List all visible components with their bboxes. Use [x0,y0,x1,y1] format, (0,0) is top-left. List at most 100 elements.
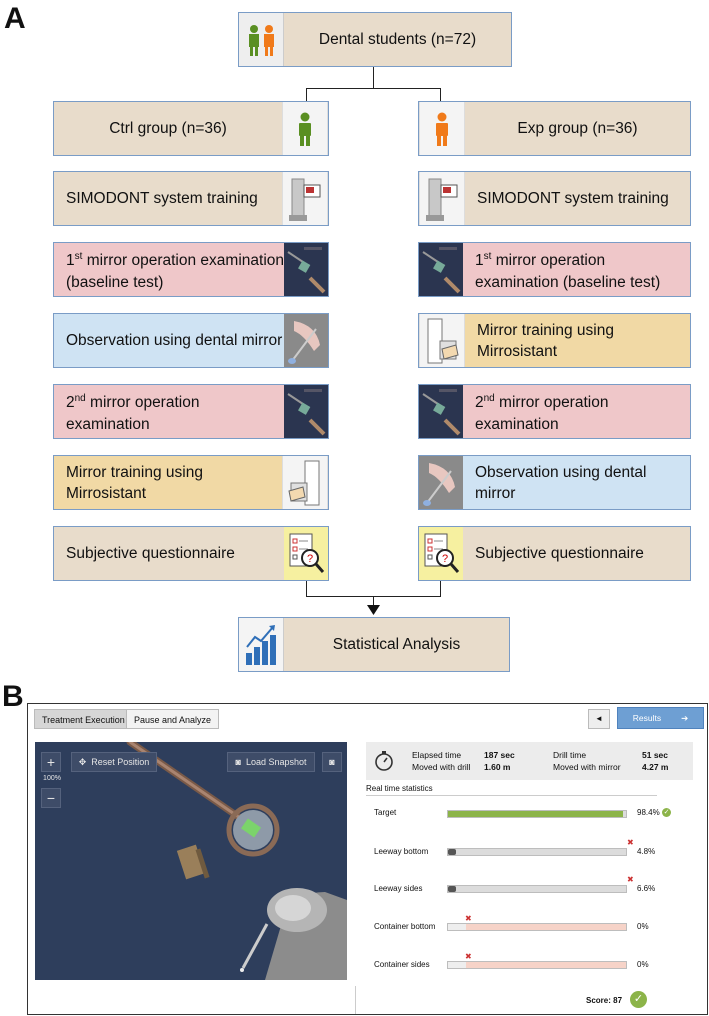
stat-bar-fill [466,924,626,930]
camera-icon: ◙ [235,757,241,767]
step-text: SIMODONT system training [66,190,258,207]
stat-label: Leeway sides [374,884,423,893]
results-label: Results [632,713,662,723]
step-text: Mirror training using Mirrosistant [66,463,203,502]
students-icon [239,13,284,66]
zoom-in-button[interactable]: + [41,752,61,772]
drill-time-value: 51 sec [642,750,668,760]
exp-step-questionnaire: ? Subjective questionnaire [418,526,691,581]
mirrosistant-device-icon [419,314,465,367]
step-text: mirror operation examination [66,394,200,433]
tab-pause-and-analyze[interactable]: Pause and Analyze [126,709,220,729]
svg-text:?: ? [442,553,448,565]
simodont-machine-icon [419,172,465,225]
cross-icon: ✖ [465,952,472,961]
camera-icon: ◙ [329,757,335,767]
back-button[interactable]: ◄ [588,709,610,729]
exp-step-observation: Observation using dental mirror [418,455,691,510]
exp-step-exam1: 1st mirror operation examination (baseli… [418,242,691,297]
move-icon: ✥ [78,756,87,767]
snapshot-camera-button[interactable]: ◙ [322,752,342,772]
dental-students-box: Dental students (n=72) [238,12,512,67]
moved-mirror-label: Moved with mirror [553,762,621,772]
stat-bar-fill [448,849,456,855]
zoom-out-button[interactable]: − [41,788,61,808]
load-snapshot-button[interactable]: ◙ Load Snapshot [227,752,315,772]
exp-group-text: Exp group (n=36) [517,120,638,137]
questionnaire-icon: ? [419,527,463,580]
step-text: Subjective questionnaire [66,545,235,562]
stat-label: Leeway bottom [374,847,429,856]
reset-position-label: Reset Position [91,757,150,767]
stat-bar-fill [448,811,623,817]
arrow-right-icon: ➔ [681,712,689,723]
cross-icon: ✖ [627,838,634,847]
elapsed-time-label: Elapsed time [412,750,462,760]
step-text: SIMODONT system training [477,190,669,207]
stat-label: Container sides [374,960,430,969]
simodont-machine-icon [282,172,328,225]
simulator-window: Treatment Execution Pause and Analyze ◄ … [27,703,708,1015]
stat-value: 0% [637,960,649,969]
moved-drill-value: 1.60 m [484,762,511,772]
session-stats-panel: Elapsed time 187 sec Moved with drill 1.… [366,742,693,780]
step-text: mirror operation examination [475,394,609,433]
simulation-viewport[interactable]: + 100% − ✥ Reset Position ◙ Load Snapsho… [35,742,347,980]
exp-step-mirror-training: Mirror training using Mirrosistant [418,313,691,368]
ctrl-step-questionnaire: Subjective questionnaire ? [53,526,329,581]
step-text: Observation using dental mirror [66,332,283,349]
reset-position-button[interactable]: ✥ Reset Position [71,752,157,772]
ctrl-step-exam1: 1st mirror operation examination (baseli… [53,242,329,297]
simulator-screen-icon [284,243,328,296]
connector [306,580,307,596]
step-text: 1 [66,252,75,270]
moved-drill-label: Moved with drill [412,762,471,772]
load-snapshot-label: Load Snapshot [245,757,307,767]
step-text: 1 [475,252,484,270]
bar-chart-icon [239,618,284,671]
step-text: 2 [66,394,75,412]
ctrl-step-mirror-training: Mirror training using Mirrosistant [53,455,329,510]
realtime-stats-title: Real time statistics [366,784,433,793]
ctrl-step-observation: Observation using dental mirror [53,313,329,368]
questionnaire-icon: ? [284,527,328,580]
stat-bar-target [447,810,627,818]
stat-value: 6.6% [637,884,656,893]
drill-time-label: Drill time [553,750,587,760]
ctrl-person-icon [282,102,328,155]
results-button[interactable]: Results ➔ [617,707,704,729]
simulator-screen-icon [419,243,463,296]
connector [373,67,374,88]
divider [366,795,657,796]
step-text: 2 [475,394,484,412]
dental-mirror-hand-icon [419,456,463,509]
step-sup: st [483,251,492,263]
step-sup: nd [483,393,495,405]
ctrl-step-exam2: 2nd mirror operation examination [53,384,329,439]
check-circle-icon: ✓ [662,808,671,817]
stat-bar-container-sides [447,961,627,969]
stopwatch-icon [375,751,393,771]
connector [440,580,441,596]
connector [373,596,374,608]
stat-bar-leeway-bottom [447,848,627,856]
moved-mirror-value: 4.27 m [642,762,669,772]
zoom-level: 100% [43,775,61,782]
cross-icon: ✖ [627,875,634,884]
dental-mirror-hand-icon [284,314,328,367]
step-text: Observation using dental mirror [475,463,647,502]
stat-bar-fill [466,962,626,968]
stat-bar-container-bottom [447,923,627,931]
connector [440,88,441,101]
step-text: Mirror training using Mirrosistant [477,321,614,360]
panel-a-label: A [4,2,26,35]
simulator-screen-icon [284,385,328,438]
statistical-analysis-box: Statistical Analysis [238,617,510,672]
stat-value: 0% [637,922,649,931]
ctrl-group-box: Ctrl group (n=36) [53,101,329,156]
stat-value: 98.4% [637,808,660,817]
tab-treatment-execution[interactable]: Treatment Execution [34,709,133,729]
connector [306,88,307,101]
back-arrow-icon: ◄ [595,714,603,723]
arrow-down-icon [367,605,380,615]
